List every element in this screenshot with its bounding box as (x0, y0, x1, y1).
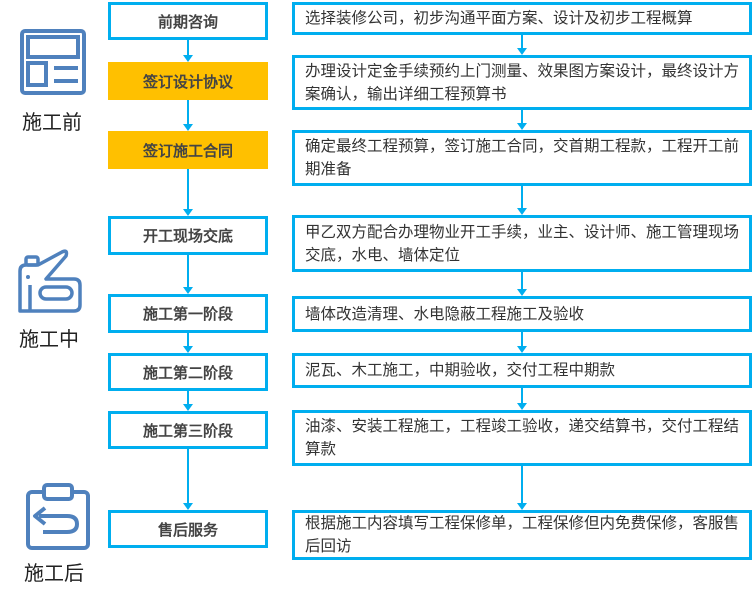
step-title-box: 施工第一阶段 (108, 294, 268, 333)
clipboard-return-icon (26, 483, 90, 550)
step-description-box: 墙体改造清理、水电隐蔽工程施工及验收 (292, 296, 752, 332)
left-flow-arrow-line (187, 40, 189, 56)
left-flow-arrow-line (187, 391, 189, 405)
right-flow-arrow-line (521, 110, 523, 124)
left-flow-arrow-arrowhead (183, 287, 193, 294)
step-description-box: 油漆、安装工程施工，工程竣工验收，递交结算书，交付工程结算款 (292, 410, 752, 466)
right-flow-arrow-line (521, 186, 523, 209)
left-flow-arrow-line (187, 169, 189, 210)
step-description-box: 确定最终工程预算，签订施工合同，交首期工程款，工程开工前期准备 (292, 130, 752, 186)
left-flow-arrow-line (187, 100, 189, 125)
left-flow-arrow-line (187, 449, 189, 504)
right-flow-arrow-line (521, 35, 523, 49)
right-flow-arrow-arrowhead (517, 503, 527, 510)
phase-label-after: 施工后 (24, 561, 84, 585)
step-description-box: 泥瓦、木工施工，中期验收，交付工程中期款 (292, 353, 752, 388)
step-title-box: 签订施工合同 (108, 131, 268, 169)
step-title-box: 开工现场交底 (108, 216, 268, 255)
left-flow-arrow-arrowhead (183, 209, 193, 216)
right-flow-arrow-line (521, 466, 523, 504)
step-description-box: 根据施工内容填写工程保修单，工程保修但内免费保修，客服售后回访 (292, 510, 752, 560)
right-flow-arrow-line (521, 388, 523, 404)
step-title-box: 施工第二阶段 (108, 353, 268, 391)
right-flow-arrow-line (521, 272, 523, 290)
step-title-box: 售后服务 (108, 510, 268, 548)
left-flow-arrow-arrowhead (183, 346, 193, 353)
form-layout-icon (20, 29, 86, 95)
right-flow-arrow-arrowhead (517, 208, 527, 215)
step-description-box: 选择装修公司，初步沟通平面方案、设计及初步工程概算 (292, 2, 752, 35)
step-description-box: 办理设计定金手续预约上门测量、效果图方案设计，最终设计方案确认，输出详细工程预算… (292, 55, 752, 110)
right-flow-arrow-arrowhead (517, 123, 527, 130)
right-flow-arrow-arrowhead (517, 289, 527, 296)
left-flow-arrow-arrowhead (183, 404, 193, 411)
step-description-box: 甲乙双方配合办理物业开工手续，业主、设计师、施工管理现场交底，水电、墙体定位 (292, 215, 752, 272)
left-flow-arrow-arrowhead (183, 124, 193, 131)
step-title-box: 签订设计协议 (108, 62, 268, 100)
right-flow-arrow-line (521, 332, 523, 347)
step-title-box: 前期咨询 (108, 2, 268, 40)
right-flow-arrow-arrowhead (517, 48, 527, 55)
phase-label-during: 施工中 (19, 327, 79, 351)
phase-label-before: 施工前 (22, 110, 82, 134)
right-flow-arrow-arrowhead (517, 403, 527, 410)
left-flow-arrow-arrowhead (183, 503, 193, 510)
left-flow-arrow-arrowhead (183, 55, 193, 62)
left-flow-arrow-line (187, 255, 189, 288)
stapler-tool-icon (18, 249, 82, 313)
step-title-box: 施工第三阶段 (108, 411, 268, 449)
left-flow-arrow-line (187, 333, 189, 347)
right-flow-arrow-arrowhead (517, 346, 527, 353)
